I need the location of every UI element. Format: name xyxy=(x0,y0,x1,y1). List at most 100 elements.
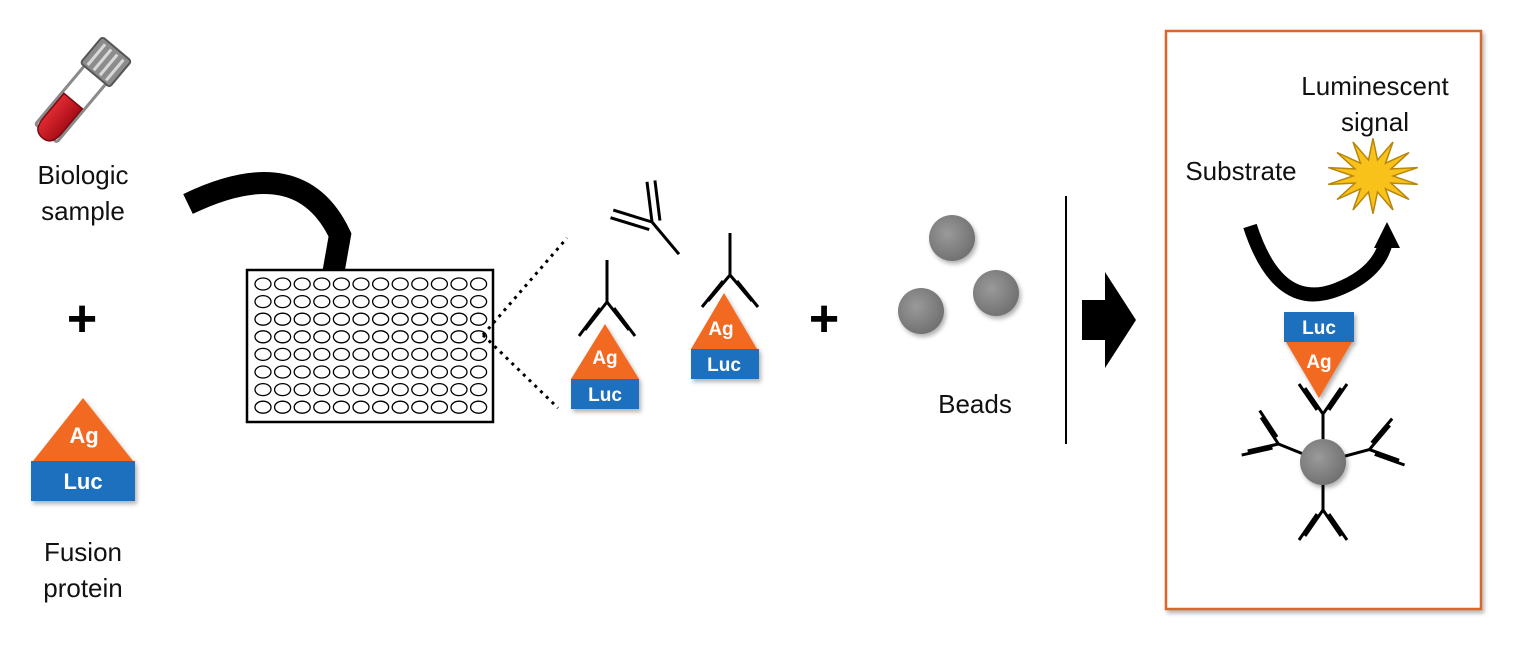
well xyxy=(430,382,449,397)
luminescent-signal-line-1: Luminescent xyxy=(1301,71,1449,101)
well xyxy=(411,294,429,309)
well xyxy=(352,347,370,362)
well xyxy=(273,294,292,309)
well xyxy=(411,312,429,326)
fusion-protein-bound-right xyxy=(691,293,759,379)
well xyxy=(313,400,331,414)
well xyxy=(371,312,390,326)
well xyxy=(293,330,311,344)
plus-sign-left: + xyxy=(67,290,97,348)
well xyxy=(293,347,311,362)
well xyxy=(391,347,409,362)
well xyxy=(273,347,292,362)
well xyxy=(332,382,351,397)
well xyxy=(371,294,390,309)
well xyxy=(430,347,449,362)
well xyxy=(332,330,351,344)
well xyxy=(469,277,488,291)
well xyxy=(332,277,351,291)
well xyxy=(469,365,488,379)
substrate-arrow-icon xyxy=(1243,222,1400,302)
well xyxy=(254,294,272,309)
beads-icon xyxy=(898,215,1019,334)
well xyxy=(391,365,409,379)
well xyxy=(352,294,370,309)
well xyxy=(430,330,449,344)
biologic-sample-label: Biologic sample xyxy=(18,157,148,229)
well xyxy=(450,294,468,309)
fusion-protein-label: Fusion protein xyxy=(18,534,148,606)
well xyxy=(273,365,292,379)
well xyxy=(469,400,488,414)
well xyxy=(273,312,292,326)
well xyxy=(430,312,449,326)
antibody-icon-bound-left xyxy=(577,260,637,337)
well xyxy=(273,400,292,414)
well xyxy=(352,382,370,397)
well xyxy=(313,365,331,379)
bound-left-ag-tag: Ag xyxy=(592,348,617,369)
well xyxy=(391,400,409,414)
well xyxy=(254,277,272,291)
well xyxy=(254,330,272,344)
well xyxy=(450,365,468,379)
well xyxy=(391,294,409,309)
well xyxy=(371,365,390,379)
well xyxy=(430,277,449,291)
well xyxy=(469,312,488,326)
right-arrow-icon xyxy=(1082,272,1136,368)
well xyxy=(469,347,488,362)
well xyxy=(371,277,390,291)
well xyxy=(371,382,390,397)
well xyxy=(293,277,311,291)
well xyxy=(411,277,429,291)
fusion-protein-line-1: Fusion xyxy=(43,537,123,567)
well xyxy=(411,365,429,379)
well xyxy=(254,382,272,397)
well xyxy=(352,365,370,379)
bound-right-ag-tag: Ag xyxy=(708,319,733,340)
well xyxy=(313,294,331,309)
well xyxy=(273,382,292,397)
biologic-sample-line-2: sample xyxy=(41,196,125,226)
well xyxy=(391,312,409,326)
well xyxy=(430,365,449,379)
well xyxy=(411,330,429,344)
well xyxy=(352,277,370,291)
well xyxy=(254,347,272,362)
antibody-icon-free xyxy=(610,180,681,256)
antibody-icon-bound-right xyxy=(700,233,760,308)
zoom-line-top xyxy=(481,237,569,336)
beads-label: Beads xyxy=(938,389,1012,419)
well xyxy=(293,312,311,326)
well xyxy=(411,347,429,362)
fusion-protein-bound-left xyxy=(571,324,639,409)
luminescent-signal-line-2: signal xyxy=(1341,107,1409,137)
well xyxy=(430,400,449,414)
plus-sign-middle: + xyxy=(809,290,839,348)
well xyxy=(332,347,351,362)
well xyxy=(273,330,292,344)
well xyxy=(450,382,468,397)
well xyxy=(391,277,409,291)
sample-tube-icon xyxy=(34,36,132,143)
well xyxy=(450,312,468,326)
well-plate-icon xyxy=(245,268,495,424)
well xyxy=(332,294,351,309)
fusion-ag-tag: Ag xyxy=(69,423,98,448)
well xyxy=(313,330,331,344)
well xyxy=(469,382,488,397)
luminescent-star-icon xyxy=(1327,138,1419,214)
well xyxy=(391,382,409,397)
well xyxy=(430,294,449,309)
fusion-protein-icon xyxy=(31,398,135,501)
well xyxy=(450,400,468,414)
well xyxy=(332,312,351,326)
well xyxy=(313,347,331,362)
well xyxy=(293,400,311,414)
well xyxy=(293,365,311,379)
bead-in-result-icon xyxy=(1300,439,1346,485)
bound-left-luc-tag: Luc xyxy=(588,385,622,406)
well xyxy=(293,294,311,309)
